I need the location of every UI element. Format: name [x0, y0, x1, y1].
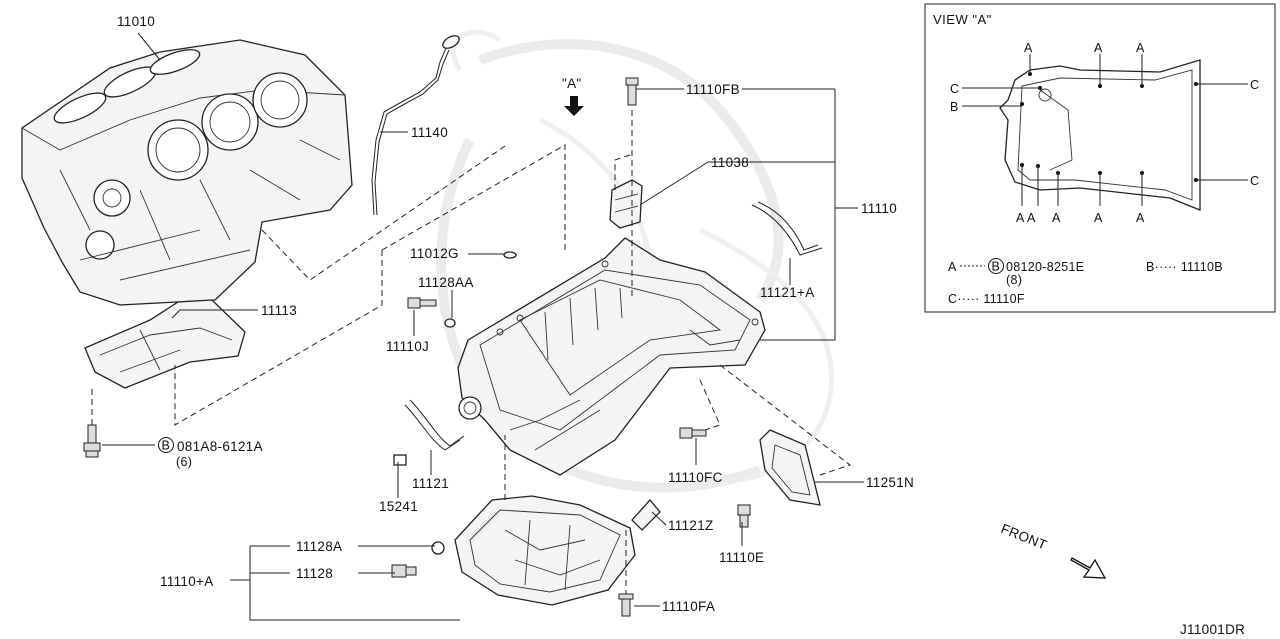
view-a-mark-a-4: A	[1052, 211, 1061, 225]
baffle-plate-drawing	[84, 299, 246, 389]
view-a-arrow	[564, 96, 584, 116]
front-arrow	[1070, 557, 1107, 579]
label-11010: 11010	[117, 14, 155, 29]
label-11110j: 11110J	[386, 339, 429, 354]
label-11128aa: 11128AA	[418, 275, 474, 290]
view-a-mark-a-5: A	[1094, 211, 1103, 225]
view-a-title: VIEW "A"	[933, 12, 992, 27]
bolt-11110fb-drawing	[625, 77, 639, 106]
upper-oil-pan-drawing	[457, 237, 766, 476]
view-a-mark-a-2: A	[1094, 41, 1103, 55]
label-11110a: 11110+A	[160, 574, 214, 589]
seal-11121-drawing	[404, 399, 465, 451]
label-11110fa: 11110FA	[662, 599, 715, 614]
legend-a-circle: B	[992, 260, 1001, 274]
dipstick-drawing	[371, 35, 460, 216]
label-11012g: 11012G	[410, 246, 459, 261]
label-11110fb: 11110FB	[686, 82, 740, 97]
front-label: FRONT	[999, 521, 1049, 553]
view-a-mark-a-1: A	[1024, 41, 1033, 55]
gasket-11251n-drawing	[759, 429, 821, 506]
label-11110fc: 11110FC	[668, 470, 723, 485]
label-15241: 15241	[379, 499, 418, 514]
bolt-081a8-drawing	[83, 424, 101, 458]
diagram-code: J11001DR	[1180, 622, 1245, 637]
view-a-mark-b: B	[950, 100, 959, 114]
label-081a8-qty: (6)	[176, 455, 192, 469]
label-11121: 11121	[412, 476, 449, 491]
label-11128: 11128	[296, 566, 333, 581]
view-a-mark-c-right-1: C	[1250, 78, 1259, 92]
seal-11121a-drawing	[751, 201, 823, 256]
view-a-mark-a-6: A	[1136, 211, 1145, 225]
view-a-mark-aa: A A	[1016, 211, 1036, 225]
cylinder-block-drawing	[21, 39, 353, 306]
legend-a-prefix: A	[948, 260, 957, 274]
label-081a8: 081A8-6121A	[177, 439, 263, 454]
leader-lines	[102, 32, 864, 621]
label-11140: 11140	[411, 125, 448, 140]
label-11121z: 11121Z	[668, 518, 714, 533]
label-11038: 11038	[711, 155, 749, 170]
label-11128a: 11128A	[296, 539, 342, 554]
label-11251n: 11251N	[866, 475, 914, 490]
legend-a-part: 08120-8251E	[1006, 260, 1084, 274]
view-arrow-label: "A"	[562, 76, 582, 91]
legend-c: C····· 11110F	[948, 292, 1025, 306]
label-11121a: 11121+A	[760, 285, 815, 300]
label-11113: 11113	[261, 303, 297, 318]
label-11110e: 11110E	[719, 550, 764, 565]
view-a-mark-c-left: C	[950, 82, 959, 96]
view-a-inset: VIEW "A" A A A C B C C A A A A A A B	[924, 3, 1276, 313]
label-11110: 11110	[861, 201, 897, 216]
small-parts	[393, 251, 751, 528]
view-a-mark-a-3: A	[1136, 41, 1145, 55]
legend-a-qty: (8)	[1006, 273, 1022, 287]
view-a-mark-c-right-2: C	[1250, 174, 1259, 188]
dashed-guide-lines	[91, 110, 852, 594]
legend-b: B····· 11110B	[1146, 260, 1223, 274]
lower-oil-pan-drawing	[391, 495, 661, 617]
bolt-mark-circle: B	[162, 439, 171, 453]
